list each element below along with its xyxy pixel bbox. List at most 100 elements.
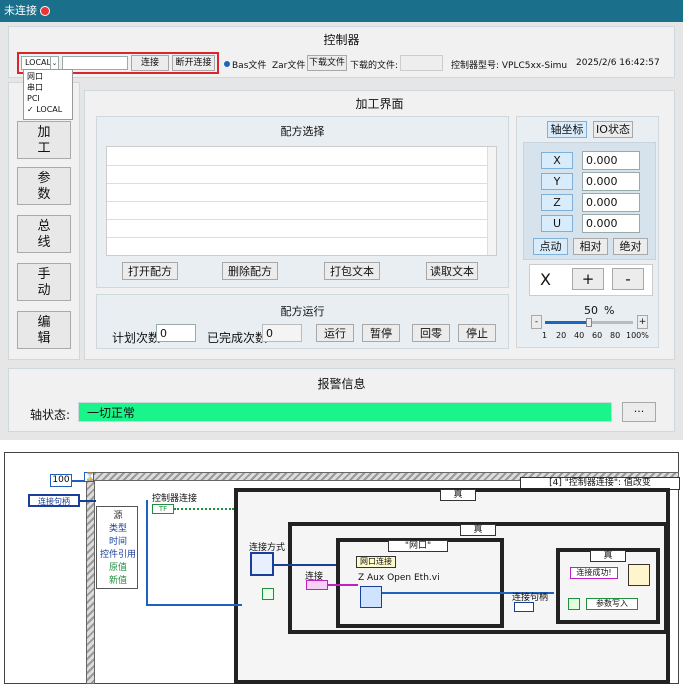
planned-count-input[interactable]: 0	[156, 324, 196, 342]
speed-tick: 60	[592, 331, 603, 340]
vi-open-eth-icon[interactable]	[360, 586, 382, 608]
dropdown-option-net[interactable]: 网口	[27, 72, 43, 81]
run-button[interactable]: 运行	[316, 324, 354, 342]
sidebar-item-manual[interactable]: 手 动	[17, 263, 71, 301]
controller-conn-terminal[interactable]: TF	[152, 504, 174, 514]
axis-row-x-value: 0.000	[582, 151, 640, 170]
radio-bas-label[interactable]: Bas文件	[232, 61, 267, 71]
controller-model: 控制器型号: VPLC5xx-Simu	[451, 61, 568, 71]
done-count-display: 0	[262, 324, 302, 342]
wire-vi-out	[382, 592, 554, 594]
success-label: 连接成功!	[576, 568, 612, 577]
axis-row-x-button[interactable]: X	[541, 152, 573, 169]
wire-conn-handle	[80, 500, 96, 502]
home-button[interactable]: 回零	[412, 324, 450, 342]
selected-axis-label: X	[540, 270, 551, 289]
vi-name-label: Z Aux Open Eth.vi	[358, 573, 440, 583]
bool-const-icon	[568, 598, 580, 610]
connection-type-select[interactable]: LOCAL ⌄	[21, 56, 59, 70]
downloaded-file-field	[400, 55, 443, 71]
speed-decrease-button[interactable]: -	[531, 315, 542, 329]
wire-main-h	[146, 604, 242, 606]
event-field: 新值	[108, 576, 127, 586]
window-title-bar: 未连接	[0, 0, 683, 22]
case-selector-outer-label: 真	[453, 490, 463, 500]
connection-type-dropdown[interactable]: 网口 串口 PCI ✓ LOCAL	[23, 69, 73, 120]
controller-conn-tf: TF	[158, 505, 168, 513]
delete-recipe-button[interactable]: 删除配方	[222, 262, 278, 280]
conn-handle-label: 连接句柄	[38, 497, 70, 506]
wire-connect	[328, 584, 358, 586]
wire-conn-method	[274, 564, 336, 566]
sidebar-item-bus[interactable]: 总 线	[17, 215, 71, 253]
tab-axis-coords[interactable]: 轴坐标	[547, 121, 587, 138]
dropdown-option-local[interactable]: ✓ LOCAL	[27, 105, 63, 114]
case-selector-2[interactable]: 真	[460, 524, 496, 536]
recipe-list-scrollbar[interactable]	[487, 147, 496, 255]
speed-increase-button[interactable]: +	[637, 315, 648, 329]
chevron-down-icon[interactable]: ⌄	[50, 57, 58, 69]
axis-row-y-button[interactable]: Y	[541, 173, 573, 190]
recipe-run-title: 配方运行	[280, 305, 325, 318]
speed-slider-track[interactable]	[545, 318, 633, 327]
conn-handle2-indicator[interactable]	[514, 602, 534, 612]
disconnect-button[interactable]: 断开连接	[172, 55, 215, 71]
front-panel: 未连接 控制器 LOCAL ⌄ 连接 断开连接 Bas文件 Zar文件 下载文件…	[0, 0, 683, 440]
connect-terminal[interactable]	[306, 580, 328, 590]
dialog-vi-icon[interactable]	[628, 564, 650, 586]
speed-slider-thumb[interactable]	[586, 318, 592, 327]
sidebar-item-process[interactable]: 加 工	[17, 121, 71, 159]
dropdown-option-pci[interactable]: PCI	[27, 94, 40, 103]
read-text-button[interactable]: 读取文本	[426, 262, 478, 280]
connection-type-value: LOCAL	[25, 58, 51, 67]
conn-method-label: 连接方式	[249, 543, 286, 553]
status-dot-icon	[41, 7, 49, 15]
radio-bas-icon[interactable]	[224, 61, 230, 67]
sidebar-item-params[interactable]: 参 数	[17, 167, 71, 205]
alarm-more-button[interactable]: ···	[622, 402, 656, 422]
open-recipe-button[interactable]: 打开配方	[122, 262, 178, 280]
axis-row-u-button[interactable]: U	[541, 215, 573, 232]
case-structure-net	[336, 538, 504, 628]
case-selector-3[interactable]: 真	[590, 550, 626, 562]
sidebar-item-edit[interactable]: 编 辑	[17, 311, 71, 349]
case-selector-outer[interactable]: 真	[440, 489, 476, 501]
jog-plus-button[interactable]: +	[572, 268, 604, 290]
speed-tick: 80	[610, 331, 621, 340]
speed-percent-value: 50	[584, 304, 598, 317]
absolute-mode-button[interactable]: 绝对	[613, 238, 648, 255]
download-file-button[interactable]: 下载文件	[307, 55, 347, 71]
timeout-terminal-icon: ⌛	[84, 472, 95, 482]
ip-input[interactable]	[62, 56, 128, 70]
alarm-title: 报警信息	[317, 377, 366, 391]
connect-button[interactable]: 连接	[131, 55, 169, 71]
jog-mode-button[interactable]: 点动	[533, 238, 568, 255]
relative-mode-button[interactable]: 相对	[573, 238, 608, 255]
conn-method-terminal[interactable]	[250, 552, 274, 576]
wire-green-dotted	[174, 508, 234, 510]
recipe-list[interactable]	[106, 146, 497, 256]
jog-minus-button[interactable]: -	[612, 268, 644, 290]
speed-percent-unit: %	[604, 304, 615, 317]
recipe-select-title: 配方选择	[280, 125, 325, 138]
window-title: 未连接	[4, 4, 37, 17]
event-case-label: [4] "控制器连接": 值改变	[549, 478, 651, 488]
dropdown-option-serial[interactable]: 串口	[27, 83, 43, 92]
constant-100[interactable]: 100	[50, 474, 72, 487]
speed-tick: 40	[574, 331, 585, 340]
event-field: 类型	[108, 524, 127, 534]
compare-node	[262, 588, 274, 600]
axis-row-z-button[interactable]: Z	[541, 194, 573, 211]
stop-button[interactable]: 停止	[458, 324, 496, 342]
pack-text-button[interactable]: 打包文本	[324, 262, 380, 280]
param-write-node[interactable]: 参数写入	[586, 598, 638, 610]
conn-handle-control[interactable]: 连接句柄	[28, 494, 80, 507]
case-selector-net[interactable]: "网口"	[388, 540, 448, 552]
axis-row-y-value: 0.000	[582, 172, 640, 191]
tab-io-status[interactable]: IO状态	[593, 121, 633, 138]
connection-box	[17, 52, 219, 74]
success-string: 连接成功!	[570, 567, 618, 579]
radio-zar-label[interactable]: Zar文件	[272, 61, 306, 71]
pause-button[interactable]: 暂停	[362, 324, 400, 342]
event-field: 源	[113, 511, 123, 521]
